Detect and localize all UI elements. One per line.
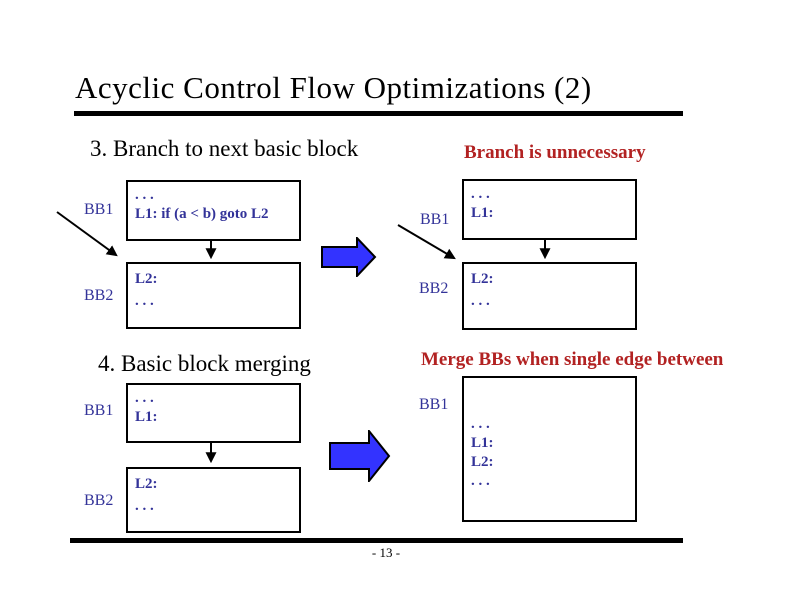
code-line: L2: xyxy=(135,476,158,492)
bb2-box: L2: . . . xyxy=(462,262,637,330)
transform-arrow-icon xyxy=(321,237,377,277)
code-line: L1: xyxy=(471,205,494,221)
code-line: L1: xyxy=(135,409,158,425)
footer-line xyxy=(70,538,683,543)
bb1-box: . . . L1: if (a < b) goto L2 xyxy=(126,180,301,241)
code-line: . . . xyxy=(471,416,490,432)
transform-arrow-icon xyxy=(329,430,391,482)
section-3-note: Branch is unnecessary xyxy=(464,142,646,163)
incoming-edge-arrow xyxy=(56,211,118,257)
bb1-label: BB1 xyxy=(420,211,450,228)
bb1-label: BB1 xyxy=(84,402,114,419)
page-number: - 13 - xyxy=(371,545,401,560)
code-line: . . . xyxy=(135,390,154,406)
code-line: L2: xyxy=(471,454,494,470)
bb2-box: L2: . . . xyxy=(126,467,301,533)
edge-connector-arrow xyxy=(205,241,217,260)
code-line: . . . xyxy=(471,293,490,309)
section-4-note: Merge BBs when single edge between xyxy=(421,349,724,370)
bb1-label: BB1 xyxy=(84,201,114,218)
code-line: L2: xyxy=(471,271,494,287)
title-underline xyxy=(74,111,683,116)
edge-connector-arrow xyxy=(205,443,217,464)
section-3-heading: 3. Branch to next basic block xyxy=(90,136,359,161)
code-line: . . . xyxy=(135,187,154,203)
code-line: L1: xyxy=(471,435,494,451)
bb1-box: . . . L1: xyxy=(462,179,637,240)
bb2-label: BB2 xyxy=(84,492,114,509)
code-line: . . . xyxy=(135,293,154,309)
edge-connector-arrow xyxy=(539,240,551,260)
bb2-label: BB2 xyxy=(84,287,114,304)
code-line: . . . xyxy=(471,186,490,202)
code-line: . . . xyxy=(135,498,154,514)
code-line: L2: xyxy=(135,271,158,287)
incoming-edge-arrow xyxy=(397,224,456,260)
bb1-label: BB1 xyxy=(419,396,449,413)
code-line: . . . xyxy=(471,473,490,489)
bb2-label: BB2 xyxy=(419,280,449,297)
merged-bb-box: . . . L1: L2: . . . xyxy=(462,376,637,522)
code-line: L1: if (a < b) goto L2 xyxy=(135,206,269,222)
section-4-heading: 4. Basic block merging xyxy=(98,351,311,376)
bb1-box: . . . L1: xyxy=(126,383,301,443)
bb2-box: L2: . . . xyxy=(126,262,301,329)
slide-title: Acyclic Control Flow Optimizations (2) xyxy=(75,70,592,105)
